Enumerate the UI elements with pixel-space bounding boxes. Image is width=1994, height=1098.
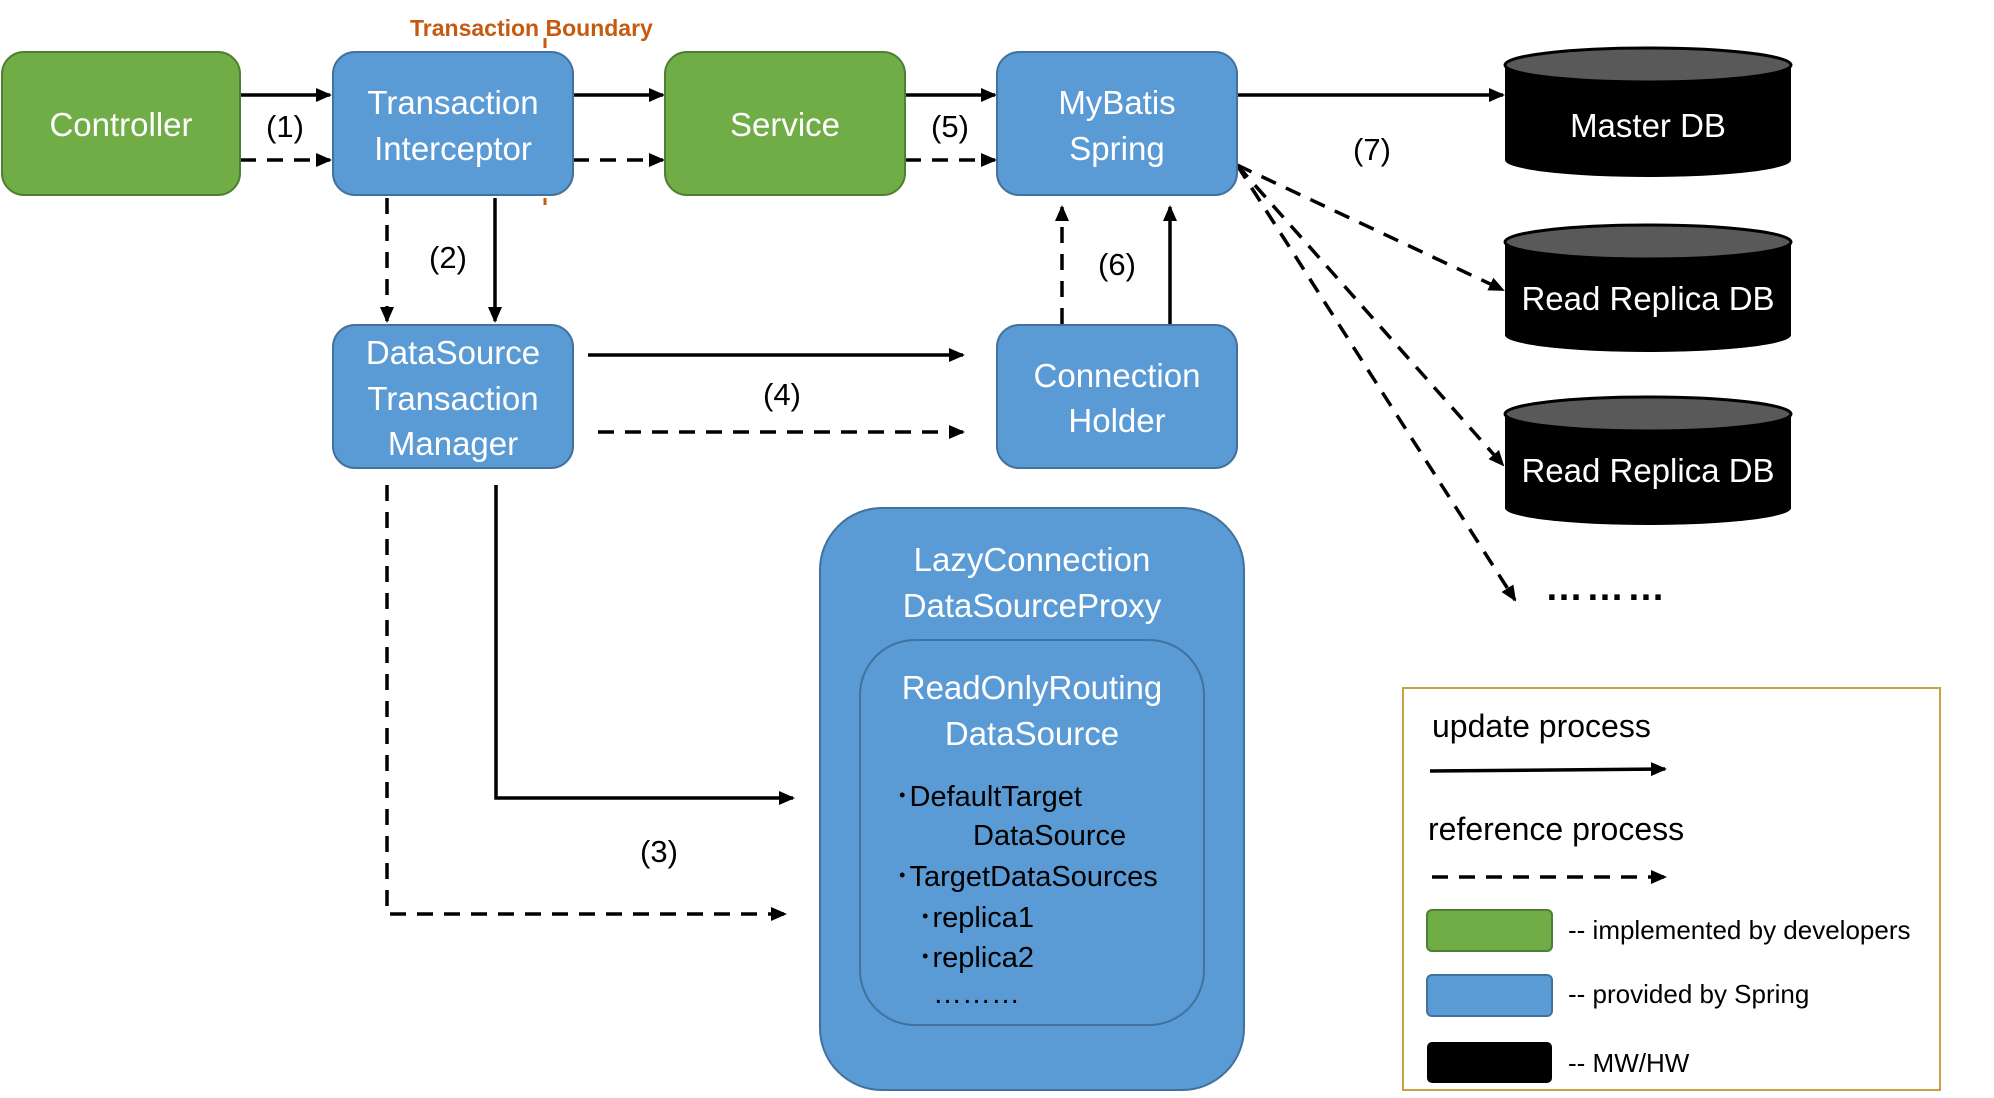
legend-update-process-label: update process (1432, 708, 1651, 744)
connection-holder-label-line1: Connection (1034, 357, 1201, 394)
legend-mw-hw: -- MW/HW (1568, 1048, 1690, 1078)
more-databases-ellipsis: ……… (1545, 567, 1668, 609)
lazy-proxy-label-line2: DataSourceProxy (903, 587, 1162, 624)
dstm-label-line3: Manager (388, 425, 518, 462)
read-replica-db-a-label: Read Replica DB (1521, 280, 1774, 317)
legend-green-swatch (1426, 909, 1553, 952)
mybatis-spring-label-line2: Spring (1069, 130, 1164, 167)
read-replica-db-b-label: Read Replica DB (1521, 452, 1774, 489)
arrow-mybatis-replica-a-reference (1236, 163, 1505, 292)
arrow-mybatis-more-reference (1235, 164, 1517, 602)
arrow-dstm-proxy-update (494, 485, 795, 805)
mybatis-spring-label-line1: MyBatis (1058, 84, 1175, 121)
routing-default-target-line2: DataSource (973, 820, 1126, 852)
routing-replica2: ･replica2 (918, 942, 1034, 974)
connection-holder-label-line2: Holder (1068, 402, 1165, 439)
service-label: Service (730, 106, 840, 143)
arrow-mybatis-replica-b-reference (1235, 163, 1505, 467)
legend-reference-process-label: reference process (1428, 811, 1684, 847)
legend-blue-swatch (1426, 974, 1553, 1017)
master-db-cylinder: Master DB (1503, 46, 1793, 177)
routing-label-line2: DataSource (945, 715, 1119, 752)
arrows (240, 88, 1517, 921)
read-replica-db-b-cylinder: Read Replica DB (1503, 395, 1793, 525)
controller-label: Controller (49, 106, 192, 143)
datasource-transaction-manager-node: DataSource Transaction Manager (332, 324, 574, 469)
connection-holder-node: Connection Holder (996, 324, 1238, 469)
master-db-label: Master DB (1570, 107, 1726, 144)
legend-update-arrow (1429, 762, 1667, 777)
controller-node: Controller (1, 51, 241, 196)
read-replica-db-a-cylinder: Read Replica DB (1503, 223, 1793, 352)
service-node: Service (664, 51, 906, 196)
legend-provided-by-spring: -- provided by Spring (1568, 979, 1809, 1009)
step-2-label: (2) (429, 240, 467, 275)
step-7-label: (7) (1353, 132, 1391, 167)
dstm-label-line2: Transaction (367, 380, 538, 417)
legend-implemented-by-developers: -- implemented by developers (1568, 915, 1911, 945)
legend: update process reference process -- impl… (1402, 687, 1941, 1091)
read-only-routing-node: ReadOnlyRouting DataSource ･DefaultTarge… (859, 639, 1205, 1026)
transaction-interceptor-node: Transaction Interceptor (332, 51, 574, 196)
routing-replica1: ･replica1 (918, 902, 1034, 934)
step-1-label: (1) (266, 109, 304, 144)
mybatis-spring-node: MyBatis Spring (996, 51, 1238, 196)
arrow-dstm-proxy-reference (385, 485, 787, 921)
routing-default-target-line1: ･DefaultTarget (895, 781, 1082, 813)
step-6-label: (6) (1098, 247, 1136, 282)
step-3-label: (3) (640, 834, 678, 869)
routing-ellipsis: ……… (933, 978, 1020, 1010)
step-4-label: (4) (763, 377, 801, 412)
legend-black-swatch (1427, 1042, 1552, 1083)
lazy-proxy-label-line1: LazyConnection (914, 541, 1151, 578)
transaction-boundary-label: Transaction Boundary (410, 15, 653, 41)
routing-label-line1: ReadOnlyRouting (902, 669, 1163, 706)
dstm-label-line1: DataSource (366, 334, 540, 371)
routing-target-datasources: ･TargetDataSources (895, 861, 1158, 893)
transaction-interceptor-label-line1: Transaction (367, 84, 538, 121)
transaction-interceptor-label-line2: Interceptor (374, 130, 532, 167)
step-5-label: (5) (931, 109, 969, 144)
